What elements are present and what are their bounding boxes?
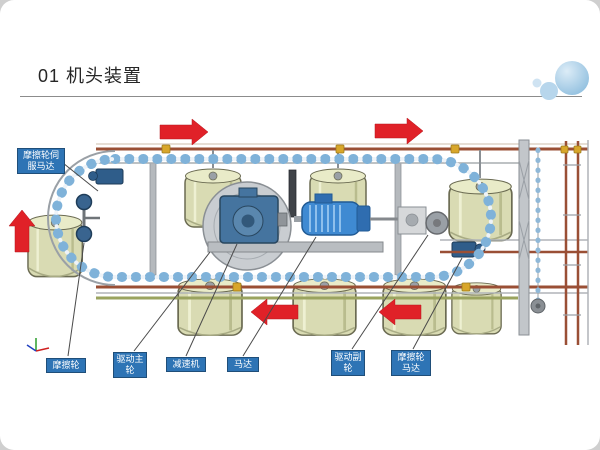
callout-drive-main-wheel: 驱动主轮 — [113, 352, 147, 378]
arrow-right-top-right — [374, 117, 424, 145]
title-divider — [20, 96, 582, 97]
drive-motor — [294, 193, 371, 236]
callout-drive-sub-wheel: 驱动副轮 — [331, 350, 365, 376]
leader-lines — [62, 162, 463, 357]
right-frame-structure — [518, 139, 589, 345]
arrow-right-top-left — [159, 118, 209, 146]
callout-friction-wheel-servo-motor: 摩擦轮伺服马达 — [17, 148, 65, 174]
callout-reducer: 减速机 — [166, 357, 206, 372]
reducer-gearbox — [219, 187, 288, 244]
arrow-up-left — [8, 209, 36, 253]
page-title: 01 机头装置 — [38, 66, 143, 86]
direction-arrows — [8, 117, 424, 326]
friction-wheels-left — [75, 193, 100, 243]
friction-wheel-servo-unit — [88, 168, 124, 185]
right-shaft-and-bearing — [370, 206, 438, 235]
arrow-left-bottom-right — [378, 298, 422, 326]
drive-sub-wheel-part — [425, 211, 449, 235]
callout-friction-wheel-motor: 摩擦轮马达 — [391, 350, 431, 376]
machine-base-frame — [207, 241, 384, 253]
callout-friction-wheel: 摩擦轮 — [46, 358, 86, 373]
roller-chain-loop — [47, 150, 496, 286]
coordinate-triad-icon — [26, 338, 50, 352]
decor-bubbles-icon — [532, 61, 589, 100]
callout-motor: 马达 — [227, 357, 259, 372]
drum-bottom-4 — [450, 281, 503, 335]
arrow-left-bottom-center — [250, 298, 299, 326]
